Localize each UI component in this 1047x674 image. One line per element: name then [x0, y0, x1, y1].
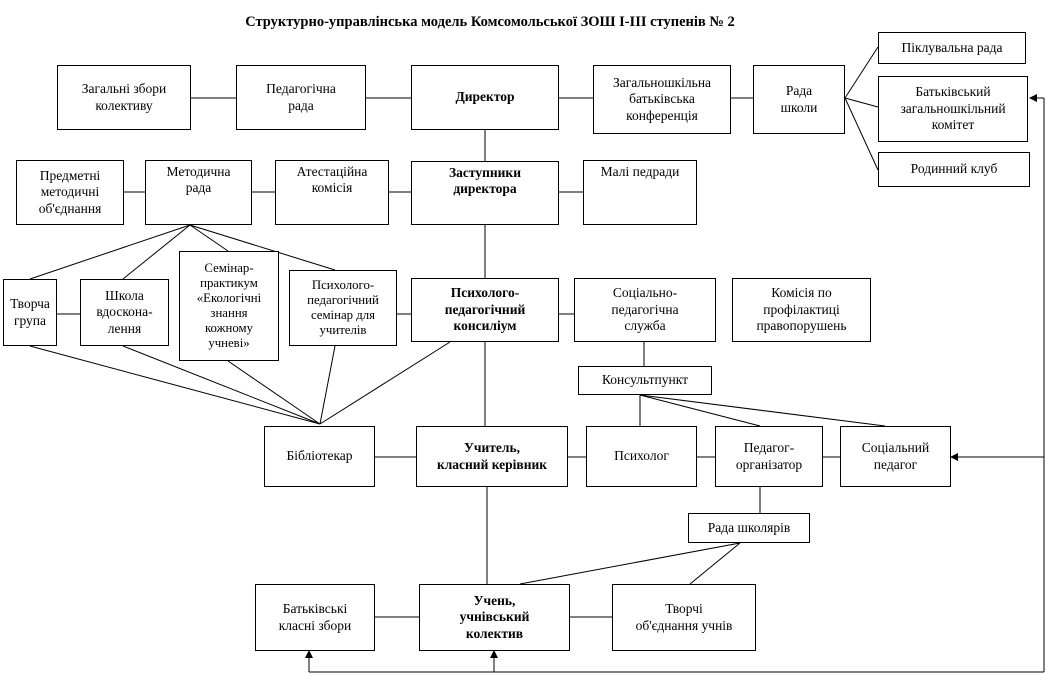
line-radashk-uchen [519, 542, 741, 585]
uchytel-box: Учитель, класний керівник [416, 426, 568, 487]
line-rada-pikluvalna [844, 46, 879, 99]
konsylium-box: Психолого- педагогічний консиліум [411, 278, 559, 342]
psykholoh-box: Психолог [586, 426, 697, 487]
metodychna-rada-box: Методична рада [145, 160, 252, 225]
batkivskyi-komitet-box: Батьківський загальношкільний комітет [878, 76, 1028, 142]
komisiia-profilaktyky-box: Комісія по профілактиці правопорушень [732, 278, 871, 342]
sotsialna-sluzhba-box: Соціально- педагогічна служба [574, 278, 716, 342]
line-metodychna-psykhol [189, 224, 336, 271]
zastupnyky-box: Заступники директора [411, 161, 559, 225]
pikluvalna-rada-box: Піклувальна рада [878, 32, 1026, 64]
konferentsiia-box: Загальношкільна батьківська конференція [593, 65, 731, 134]
sotsialnyi-pedahoh-box: Соціальний педагог [840, 426, 951, 487]
line-shkola-bibliotekar [122, 345, 321, 425]
pedahoh-orhanizator-box: Педагог- організатор [715, 426, 823, 487]
line-konsult-pedorg [639, 394, 761, 427]
line-seminar-bibliotekar [227, 360, 321, 425]
diagram-title: Структурно-управлінська модель Комсомоль… [245, 14, 735, 30]
rodynnyi-klub-box: Родинний клуб [878, 152, 1030, 187]
shkola-vdoskonalennia-box: Школа вдоскона- лення [80, 279, 169, 346]
seminar-praktykum-box: Семінар- практикум «Екологічні знання ко… [179, 251, 279, 361]
atestatsiina-komisiia-box: Атестаційна комісія [275, 160, 389, 225]
batkivski-zbory-box: Батьківські класні збори [255, 584, 375, 651]
zahalni-zbory-box: Загальні збори колективу [57, 65, 191, 130]
line-konsult-sotsped [639, 394, 886, 427]
pedrada-box: Педагогічна рада [236, 65, 366, 130]
rada-shkoliariv-box: Рада школярів [688, 513, 810, 543]
line-radashk-tvorchi [689, 542, 741, 585]
line-tvorcha-bibliotekar [29, 345, 321, 425]
mali-pedrady-box: Малі педради [583, 160, 697, 225]
line-metodychna-shkola [122, 224, 191, 280]
rada-shkoly-box: Рада школи [753, 65, 845, 134]
konsultpunkt-box: Консультпункт [578, 366, 712, 395]
tvorchi-obiednannia-box: Творчі об'єднання учнів [612, 584, 756, 651]
predmetni-obiednannia-box: Предметні методичні об'єднання [16, 160, 124, 225]
psykholoho-seminar-box: Психолого- педагогічний семінар для учит… [289, 270, 397, 346]
dyrektor-box: Директор [411, 65, 559, 130]
bibliotekar-box: Бібліотекар [264, 426, 375, 487]
line-rada-klub [844, 97, 879, 171]
line-psykhol-bibliotekar [319, 345, 336, 425]
line-metodychna-tvorcha [29, 224, 191, 280]
uchen-box: Учень, учнівський колектив [419, 584, 570, 651]
line-konsylium-bibliotekar [319, 341, 451, 425]
line-rada-komitet [844, 97, 879, 108]
line-metodychna-seminar [189, 224, 229, 252]
tvorcha-hrupa-box: Творча група [3, 279, 57, 346]
